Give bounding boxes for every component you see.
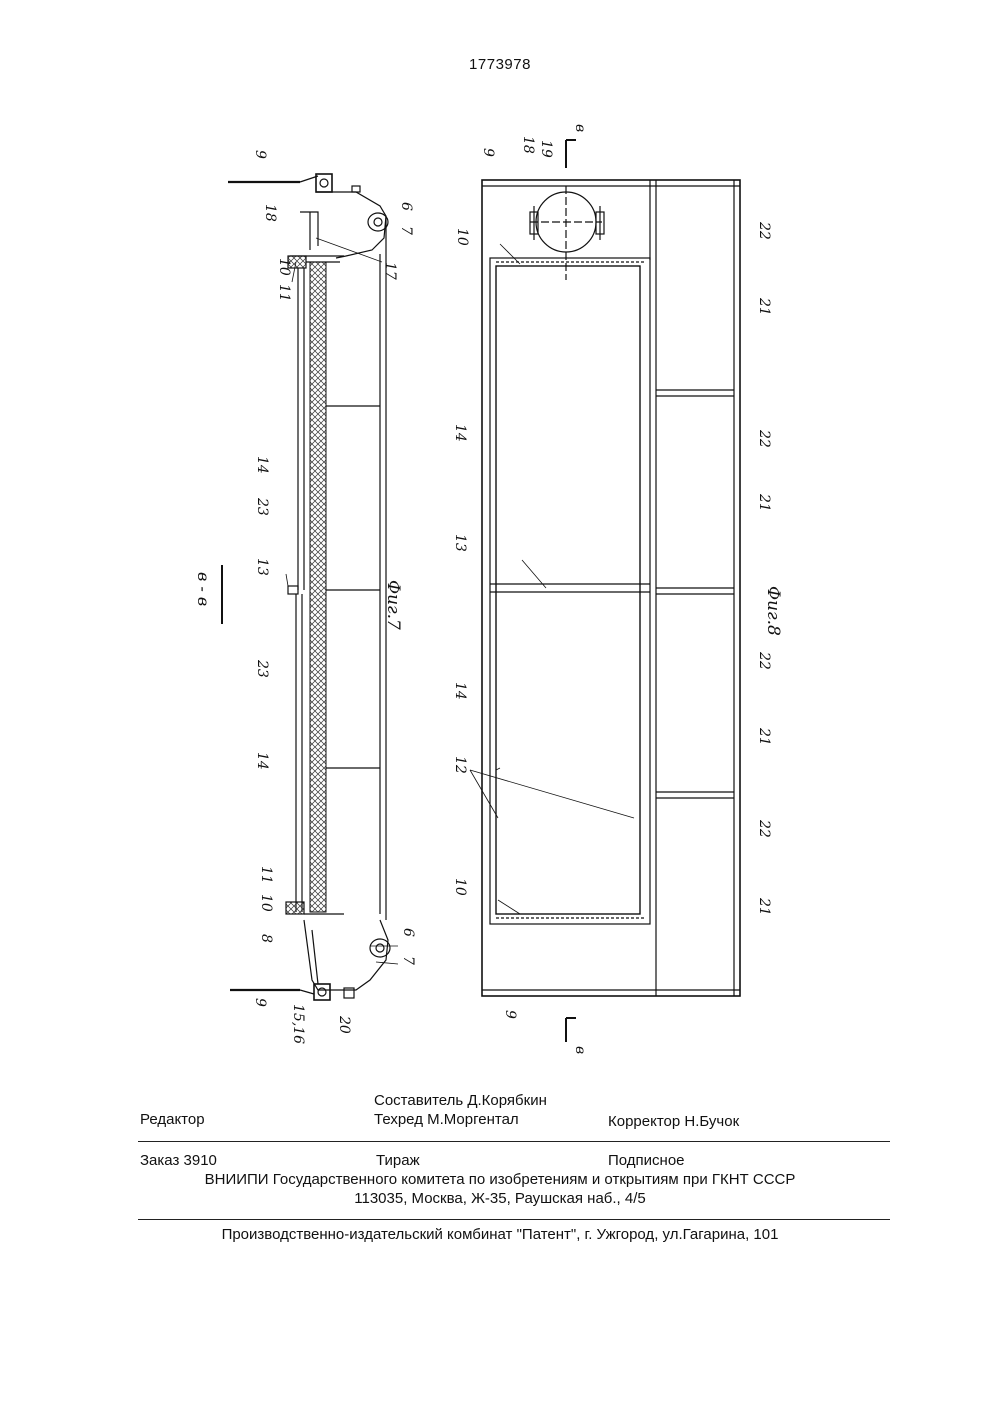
subscription-label: Подписное [608,1152,685,1169]
callout-label: 9 [252,150,268,159]
publisher-organization: ВНИИПИ Государственного комитета по изоб… [0,1171,1000,1188]
section-mark-top: в [572,124,588,132]
callout-label: 21 [756,727,772,746]
techred-credit: Техред М.Моргентал [374,1111,519,1128]
figure-7-leaders [286,238,398,964]
callout-label: 15,16 [290,1004,306,1044]
compiler-credit: Составитель Д.Корябкин [374,1092,547,1109]
callout-label: 21 [756,897,772,916]
callout-label: 14 [254,456,270,474]
divider [138,1219,890,1220]
callout-label: 17 [382,262,398,280]
callout-label: 10 [452,878,468,896]
printer-line: Производственно-издательский комбинат "П… [0,1226,1000,1243]
callout-label: 11 [258,866,274,884]
divider [138,1141,890,1142]
callout-label: 12 [452,756,468,774]
callout-label: 21 [756,493,772,512]
callout-label: 13 [452,534,468,552]
callout-label: 22 [756,651,772,670]
callout-label: 11 [276,284,292,302]
publisher-address: 113035, Москва, Ж-35, Раушская наб., 4/5 [0,1190,1000,1207]
circulation-label: Тираж [376,1152,420,1169]
callout-label: 13 [254,558,270,576]
section-mark-bottom: в [572,1046,588,1054]
section-label: в - в [194,572,213,606]
callout-label: 6 [400,928,416,937]
callout-label: 8 [258,934,274,943]
callout-label: 20 [336,1015,352,1034]
callout-label: 7 [398,226,414,235]
figure-7-section [222,174,390,1000]
callout-label: 9 [480,148,496,157]
callout-label: 21 [756,297,772,316]
callout-label: 10 [454,228,470,246]
callout-label: 23 [254,497,270,516]
figure-8-caption: Фиг.8 [763,586,783,636]
callout-label: 14 [452,682,468,700]
figure-8-plan [482,140,740,1042]
callout-label: 19 [538,140,554,158]
callout-label: 18 [262,204,278,222]
callout-label: 9 [252,998,268,1007]
callout-label: 10 [276,258,292,276]
callout-label: 7 [400,956,416,965]
figure-7-caption: Фиг.7 [383,580,403,630]
callout-label: 14 [254,752,270,770]
order-number: Заказ 3910 [140,1152,217,1169]
callout-label: 22 [756,221,772,240]
figure-8-leaders [470,244,634,914]
callout-label: 9 [502,1010,518,1019]
callout-label: 23 [254,659,270,678]
editor-label: Редактор [140,1111,205,1128]
callout-label: 22 [756,819,772,838]
figure-7-labels: 9 18 17 6 7 10 11 14 23 13 23 14 11 10 8… [194,150,416,1044]
corrector-credit: Корректор Н.Бучок [608,1113,739,1130]
callout-label: 18 [520,136,536,154]
callout-label: 14 [452,424,468,442]
callout-label: 6 [398,202,414,211]
callout-label: 10 [258,894,274,912]
callout-label: 22 [756,429,772,448]
